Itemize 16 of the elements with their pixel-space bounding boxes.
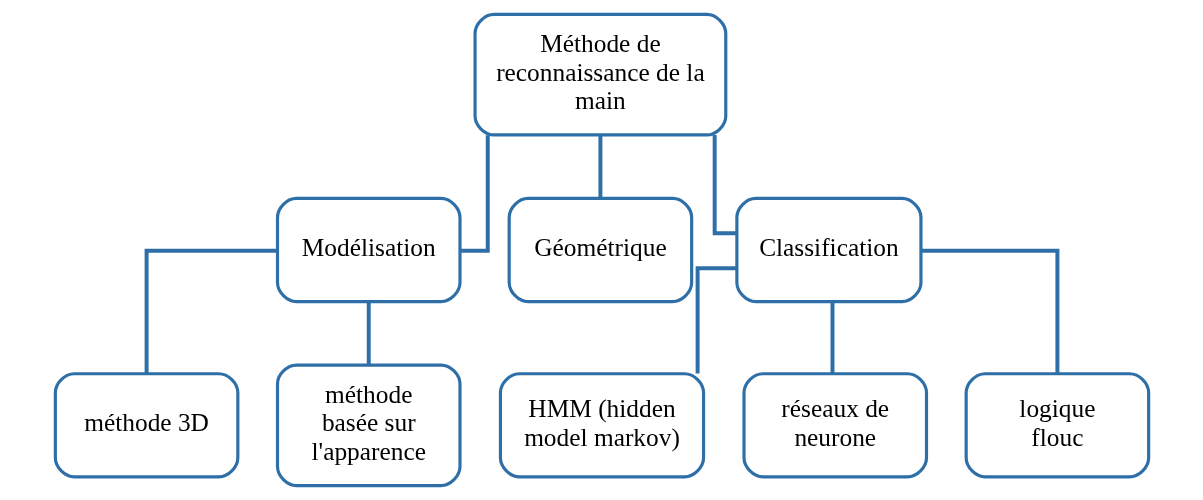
node-box: Géométrique [507,196,693,304]
node-box: méthode 3D [53,372,239,479]
node-box: Méthode de reconnaissance de la main [472,12,727,137]
connector [144,248,277,374]
connector [695,266,736,374]
node-box: méthode basée sur l'apparence [275,363,462,488]
connector [459,135,490,253]
node-box: logique flouc [964,372,1150,479]
connector [597,135,602,199]
connector [830,301,834,374]
node-box: réseaux de neurone [741,372,928,479]
node-box: HMM (hidden model markov) [498,372,705,479]
connector [366,301,371,365]
node-box: Classification [734,196,923,304]
node-box: Modélisation [275,196,462,304]
connector [920,248,1059,374]
